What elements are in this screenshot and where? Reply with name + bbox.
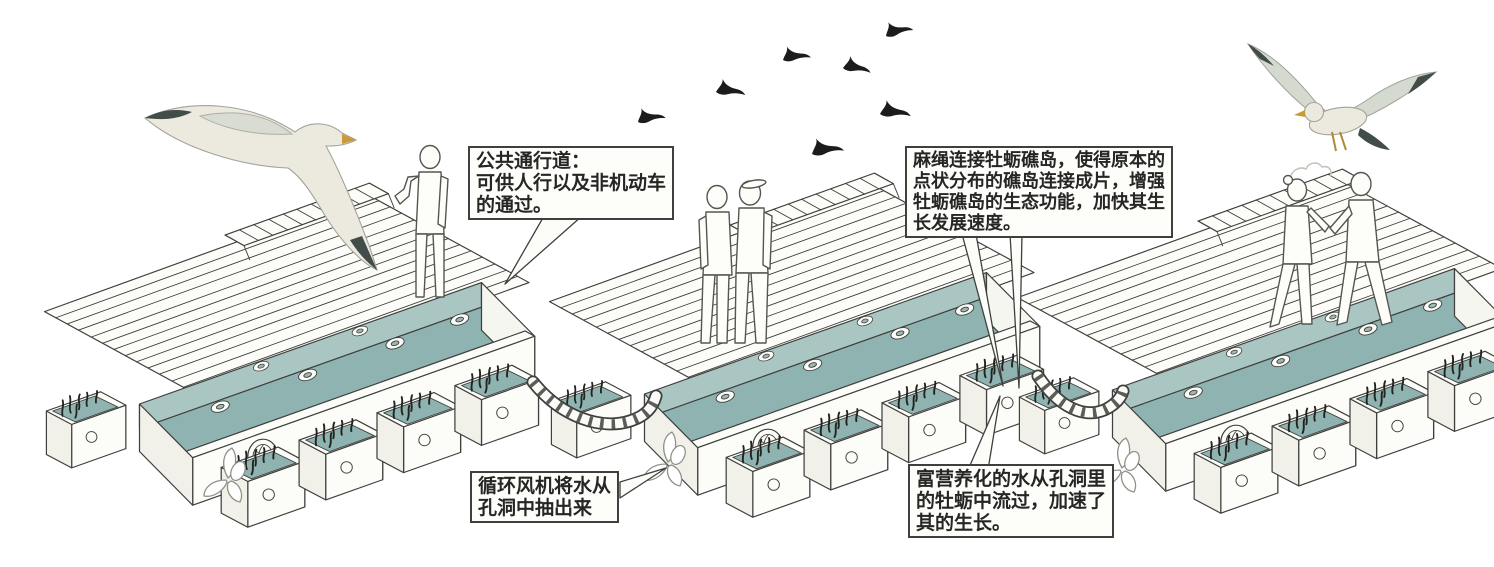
seagull-left-icon [143, 105, 378, 272]
callout-line: 其的生长。 [916, 512, 1012, 534]
bird-flock [636, 17, 914, 157]
callout-line: 循环风机将水从 [478, 475, 612, 497]
rope-left [526, 375, 663, 431]
platform-left [45, 183, 539, 527]
rope-right [1031, 369, 1130, 420]
callout-public-path: 公共通行道： 可供人行以及非机动车 的通过。 [468, 146, 675, 220]
callout-nutrient-water: 富营养化的水从孔洞里 的牡蛎中流过，加速了 其的生长。 [908, 464, 1115, 538]
callout-line: 公共通行道： [476, 150, 591, 172]
callout-leader-lines [504, 215, 1023, 499]
callout-rope-connection: 麻绳连接牡蛎礁岛，使得原本的 点状分布的礁岛连接成片，增强 牡蛎礁岛的生态功能，… [905, 146, 1173, 238]
callout-line: 的通过。 [476, 194, 553, 216]
callout-line: 孔洞中抽出来 [478, 497, 593, 519]
callout-line: 长发展速度。 [913, 213, 1021, 234]
callout-line: 可供人行以及非机动车 [476, 172, 667, 194]
seagull-right-icon [1246, 42, 1438, 179]
callout-line: 富营养化的水从孔洞里 [916, 468, 1107, 490]
person-standing [394, 144, 449, 298]
callout-circulation-fan: 循环风机将水从 孔洞中抽出来 [470, 471, 620, 523]
callout-line: 的牡蛎中流过，加速了 [916, 490, 1107, 512]
person-walkers [1269, 171, 1393, 328]
person-pair [698, 179, 773, 344]
callout-line: 麻绳连接牡蛎礁岛，使得原本的 [913, 150, 1165, 171]
callout-line: 点状分布的礁岛连接成片，增强 [913, 171, 1165, 192]
callout-line: 牡蛎礁岛的生态功能，加快其生 [913, 192, 1165, 213]
cloud-doodle [1289, 162, 1332, 179]
